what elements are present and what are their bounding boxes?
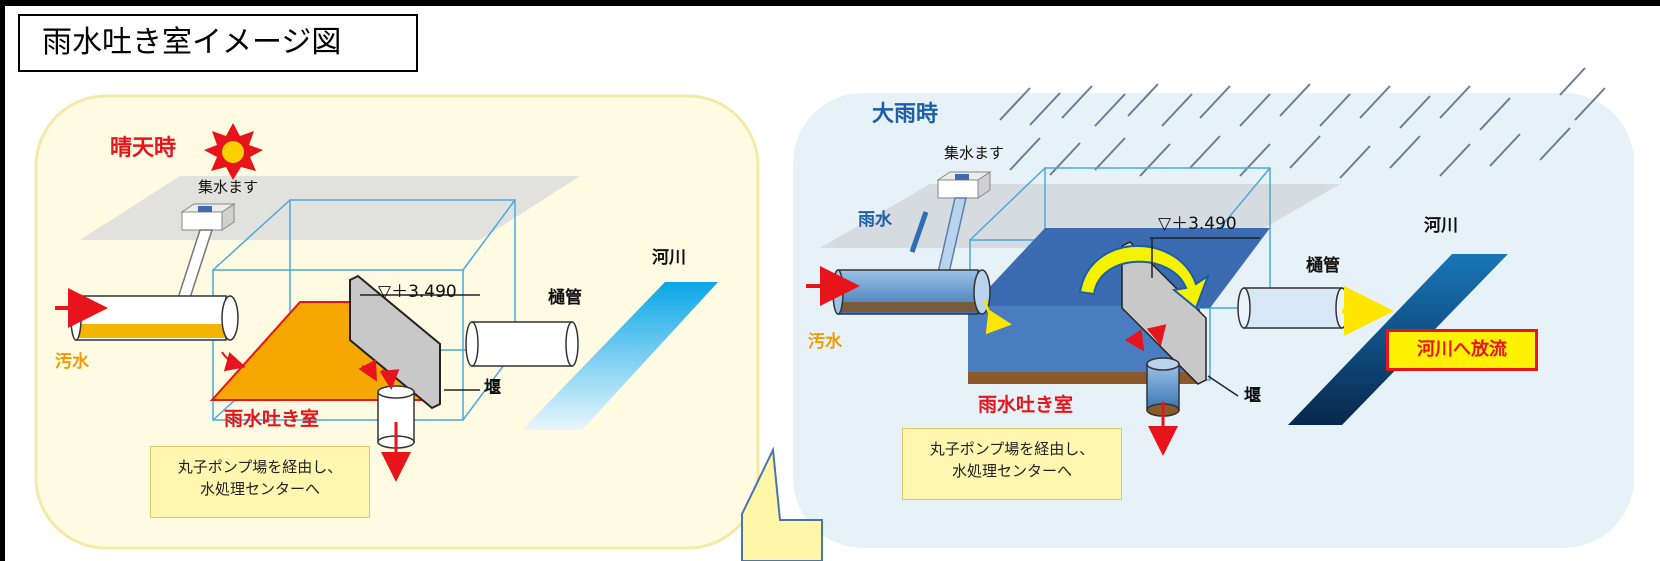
page-title: 雨水吐き室イメージ図: [18, 14, 418, 72]
flow-arrow-2: [1124, 329, 1145, 352]
note-line-1: 丸子ポンプ場を経由し、: [929, 440, 1095, 458]
note-line-2: 水処理センターへ: [951, 462, 1072, 480]
chamber-label: 雨水吐き室: [978, 394, 1074, 416]
outflow-pipe: [465, 321, 579, 367]
flow-arrow-1: [221, 351, 246, 372]
destination-note: 丸子ポンプ場を経由し、 水処理センターへ: [150, 446, 370, 518]
flow-arrow-3: [379, 369, 400, 390]
sewage-label: 汚水: [55, 352, 89, 372]
flow-arrow-1: [983, 299, 1012, 335]
discharge-to-river-badge: 河川へ放流: [1386, 329, 1538, 371]
water-level-label: ▽＋3.490: [378, 282, 457, 302]
heavy-rain-heading: 大雨時: [872, 102, 939, 127]
sun-icon: [204, 123, 263, 180]
catch-basin-label: 集水ます: [944, 144, 1005, 162]
overflow-arrow: [1078, 244, 1211, 310]
pipe-label: 樋管: [1306, 256, 1340, 276]
sediment-strip: [968, 372, 1200, 384]
inflow-pipe: [832, 269, 991, 315]
weir-plate: [1121, 241, 1207, 385]
chamber-label: 雨水吐き室: [224, 408, 320, 430]
weir-label: 堰: [1244, 386, 1261, 406]
left-panel: [34, 94, 760, 550]
clear-weather-heading: 晴天時: [110, 136, 177, 161]
inflow-pipe: [70, 295, 239, 341]
river-label: 河川: [652, 248, 686, 268]
river-stream: [522, 282, 718, 430]
rainwater-label: 雨水: [858, 210, 892, 230]
sewage-label: 汚水: [808, 332, 842, 352]
pipe-label: 樋管: [548, 288, 582, 308]
rain-inflow-arrow: [909, 211, 929, 253]
weir-label: 堰: [484, 378, 501, 398]
flow-arrow-2: [358, 359, 377, 382]
catch-basin-label: 集水ます: [198, 178, 259, 196]
destination-note: 丸子ポンプ場を経由し、 水処理センターへ: [902, 428, 1122, 500]
catch-basin-icon: [180, 203, 236, 231]
callout-pointer: [741, 446, 823, 561]
weir-plate: [349, 274, 441, 410]
outflow-pipe: [1237, 287, 1349, 329]
weir-leader-line: [1207, 375, 1239, 397]
catch-basin-icon: [936, 171, 992, 199]
note-line-2: 水処理センターへ: [199, 480, 320, 498]
river-label: 河川: [1424, 216, 1458, 236]
flow-arrow-3: [1146, 324, 1167, 346]
rain-streaks: [999, 67, 1606, 179]
note-line-1: 丸子ポンプ場を経由し、: [177, 458, 343, 476]
water-level-label: ▽＋3.490: [1158, 214, 1237, 234]
